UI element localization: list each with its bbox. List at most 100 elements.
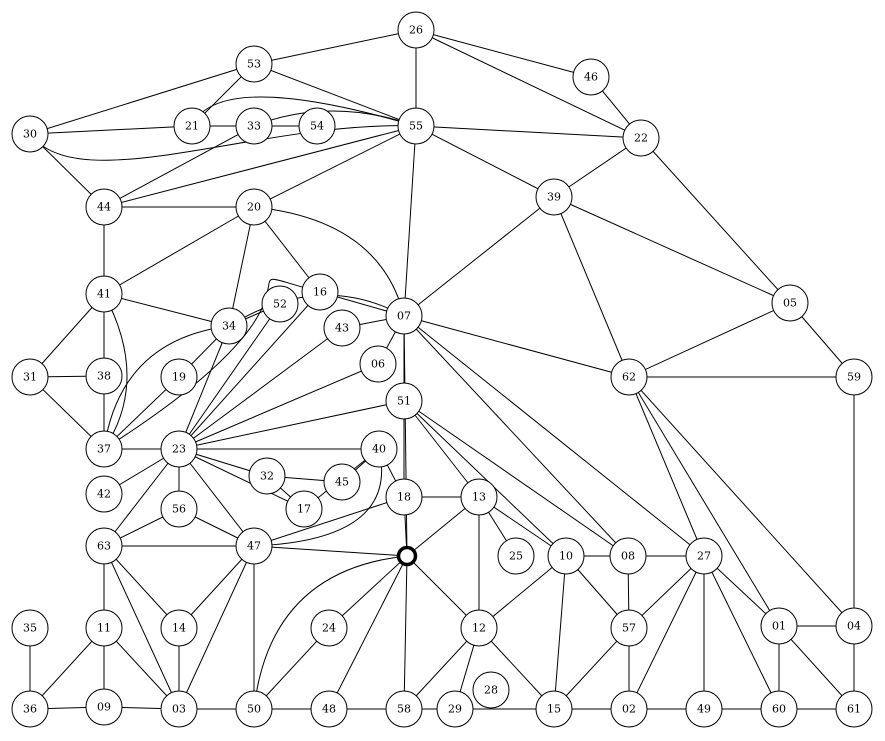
edge-07-27 <box>403 315 705 557</box>
graph-node: 19 <box>160 358 198 396</box>
graph-node: 25 <box>497 537 535 575</box>
node-circle <box>572 58 610 96</box>
edge-55-22 <box>415 125 642 139</box>
edge-62-04 <box>628 376 855 627</box>
edge-47-03 <box>178 545 255 710</box>
node-circle <box>610 358 648 396</box>
node-circle <box>610 609 648 647</box>
node-circle <box>160 490 198 528</box>
node-circle <box>835 607 873 645</box>
node-label: 51 <box>397 395 411 408</box>
curved-edge-41-37 <box>103 293 128 450</box>
node-circle <box>285 490 323 528</box>
node-label: 30 <box>23 128 37 141</box>
node-label: 14 <box>172 622 186 635</box>
node-circle <box>85 688 123 726</box>
edge-27-02 <box>628 555 705 710</box>
node-label: 07 <box>397 310 411 323</box>
node-label: 43 <box>335 322 349 335</box>
edge-39-62 <box>553 196 630 378</box>
graph-node: 55 <box>397 107 435 145</box>
graph-node: 43 <box>323 309 361 347</box>
graph-node: 05 <box>771 284 809 322</box>
node-label: 37 <box>97 443 111 456</box>
node-label: 63 <box>97 540 111 553</box>
graph-node: 22 <box>622 119 660 157</box>
node-label: 47 <box>247 540 261 553</box>
node-circle <box>760 607 798 645</box>
graph-node: 24 <box>310 609 348 647</box>
node-circle <box>385 478 423 516</box>
node-label: 29 <box>448 703 462 716</box>
node-circle <box>11 609 49 647</box>
edge-07-08 <box>403 315 629 557</box>
node-circle <box>85 609 123 647</box>
edge-33-44 <box>103 125 255 208</box>
node-label: 54 <box>310 120 324 133</box>
node-circle <box>85 357 123 395</box>
edge-27-60 <box>703 555 780 710</box>
edge-07-62 <box>403 315 630 378</box>
graph-node: 62 <box>610 358 648 396</box>
edge-55-07 <box>403 125 417 317</box>
node-circle <box>160 690 198 728</box>
edge-51-23 <box>178 400 405 450</box>
node-label: 10 <box>559 550 573 563</box>
node-label: 03 <box>172 703 186 716</box>
node-label: 05 <box>783 297 797 310</box>
node-circle <box>85 527 123 565</box>
node-label: 06 <box>371 358 385 371</box>
node-circle <box>685 690 723 728</box>
graph-node: 20 <box>235 188 273 226</box>
edge-55-39 <box>415 125 555 198</box>
node-circle <box>835 358 873 396</box>
graph-node: 10 <box>547 537 585 575</box>
graph-node: 09 <box>85 688 123 726</box>
curved-edge-34-37 <box>103 325 230 450</box>
edge-41-34 <box>103 293 230 327</box>
node-circle <box>160 609 198 647</box>
curved-edge-50-hub <box>253 555 408 710</box>
graph-node: 39 <box>535 178 573 216</box>
node-circle <box>385 690 423 728</box>
edge-05-62 <box>628 302 791 378</box>
hub-node <box>396 545 418 567</box>
node-circle <box>11 690 49 728</box>
graph-node: 59 <box>835 358 873 396</box>
edge-26-53 <box>253 29 417 65</box>
graph-node: 61 <box>835 690 873 728</box>
node-circle <box>11 115 49 153</box>
node-label: 44 <box>97 201 111 214</box>
node-circle <box>235 188 273 226</box>
graph-node: 53 <box>235 45 273 83</box>
node-circle <box>301 273 339 311</box>
graph-node: 14 <box>160 609 198 647</box>
node-label: 36 <box>23 703 37 716</box>
node-circle <box>261 285 299 323</box>
graph-node: 37 <box>85 430 123 468</box>
node-label: 57 <box>622 622 636 635</box>
graph-node: 21 <box>173 107 211 145</box>
node-label: 35 <box>23 622 37 635</box>
graph-node: 44 <box>85 188 123 226</box>
node-label: 16 <box>313 286 327 299</box>
node-label: 04 <box>847 620 861 633</box>
graph-node: 18 <box>385 478 423 516</box>
edge-53-30 <box>29 63 255 135</box>
edge-10-12 <box>478 555 567 629</box>
graph-node: 36 <box>11 690 49 728</box>
node-circle <box>235 107 273 145</box>
graph-node: 04 <box>835 607 873 645</box>
node-label: 25 <box>509 550 523 563</box>
node-circle <box>385 297 423 335</box>
node-label: 40 <box>372 443 386 456</box>
node-label: 34 <box>222 320 236 333</box>
node-circle <box>497 537 535 575</box>
graph-node: 50 <box>235 690 273 728</box>
edge-10-15 <box>553 555 567 710</box>
node-label: 48 <box>322 703 336 716</box>
node-label: 62 <box>622 371 636 384</box>
edge-20-34 <box>228 206 255 327</box>
node-circle <box>173 107 211 145</box>
node-label: 39 <box>547 191 561 204</box>
